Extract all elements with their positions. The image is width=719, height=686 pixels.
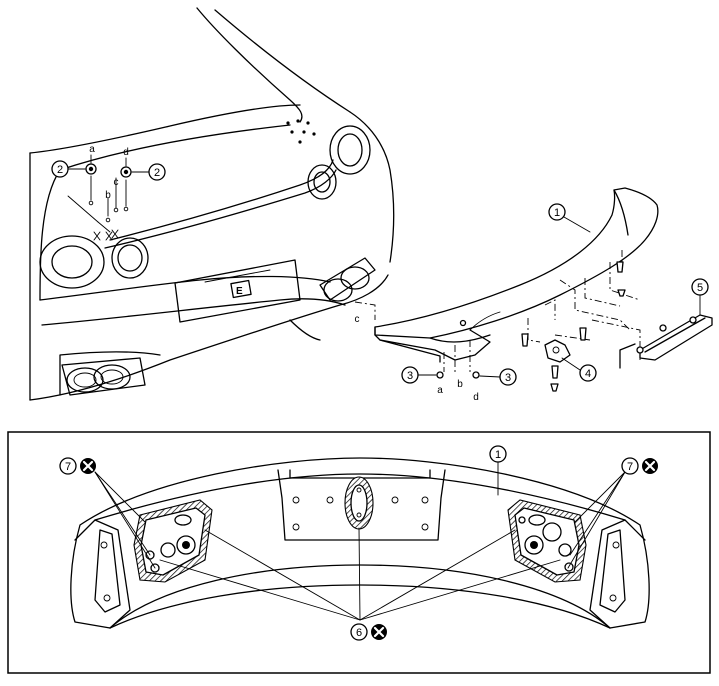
callout-5-label: 5 <box>697 282 703 294</box>
callout-5: 5 <box>691 278 709 316</box>
x-circle-icon <box>642 458 658 474</box>
letter-d-top: d <box>123 147 129 158</box>
bottom-detail-panel <box>7 431 711 674</box>
letter-a-right: a <box>437 385 443 396</box>
spoiler-exploded-view <box>354 187 713 392</box>
callout-4-label: 4 <box>585 368 591 380</box>
letter-c-right: c <box>355 314 360 325</box>
callout-3-left: 3 <box>401 366 437 384</box>
callout-1-label: 1 <box>554 207 560 219</box>
callout-2-left-label: 2 <box>57 164 63 176</box>
callout-6-label: 6 <box>356 627 362 639</box>
callout-7-right-label: 7 <box>627 461 633 473</box>
letter-a-top: a <box>89 144 95 155</box>
callout-3-left-label: 3 <box>407 370 413 382</box>
x-circle-icon <box>371 624 387 640</box>
fastener-group-left <box>67 154 132 241</box>
callout-6: 6 <box>350 623 368 641</box>
letter-d-right: d <box>473 392 479 403</box>
letter-b-right: b <box>457 379 463 390</box>
badge-letter: E <box>236 286 243 297</box>
callout-1-bottom-label: 1 <box>495 449 501 461</box>
callout-7-right: 7 <box>621 457 639 475</box>
callout-4: 4 <box>561 357 597 382</box>
x-circle-icon <box>80 458 96 474</box>
leader-lines-7-right <box>567 471 626 569</box>
callout-7-left: 7 <box>59 457 77 475</box>
callout-2-left: 2 <box>51 160 86 178</box>
callout-2-right-label: 2 <box>154 167 160 179</box>
spoiler-underside-view <box>70 457 650 629</box>
callout-1-top: 1 <box>548 203 591 233</box>
callout-7-left-label: 7 <box>65 461 71 473</box>
letter-c-top: c <box>114 177 119 188</box>
callout-1-bottom: 1 <box>489 445 507 463</box>
leader-lines-7-left <box>94 471 156 569</box>
callout-3-right: 3 <box>479 368 517 386</box>
leader-lines-6 <box>159 527 561 621</box>
car-rear-illustration: E <box>29 7 395 401</box>
callout-3-right-label: 3 <box>505 372 511 384</box>
letter-b-top: b <box>105 190 111 201</box>
callout-2-right: 2 <box>131 163 166 181</box>
